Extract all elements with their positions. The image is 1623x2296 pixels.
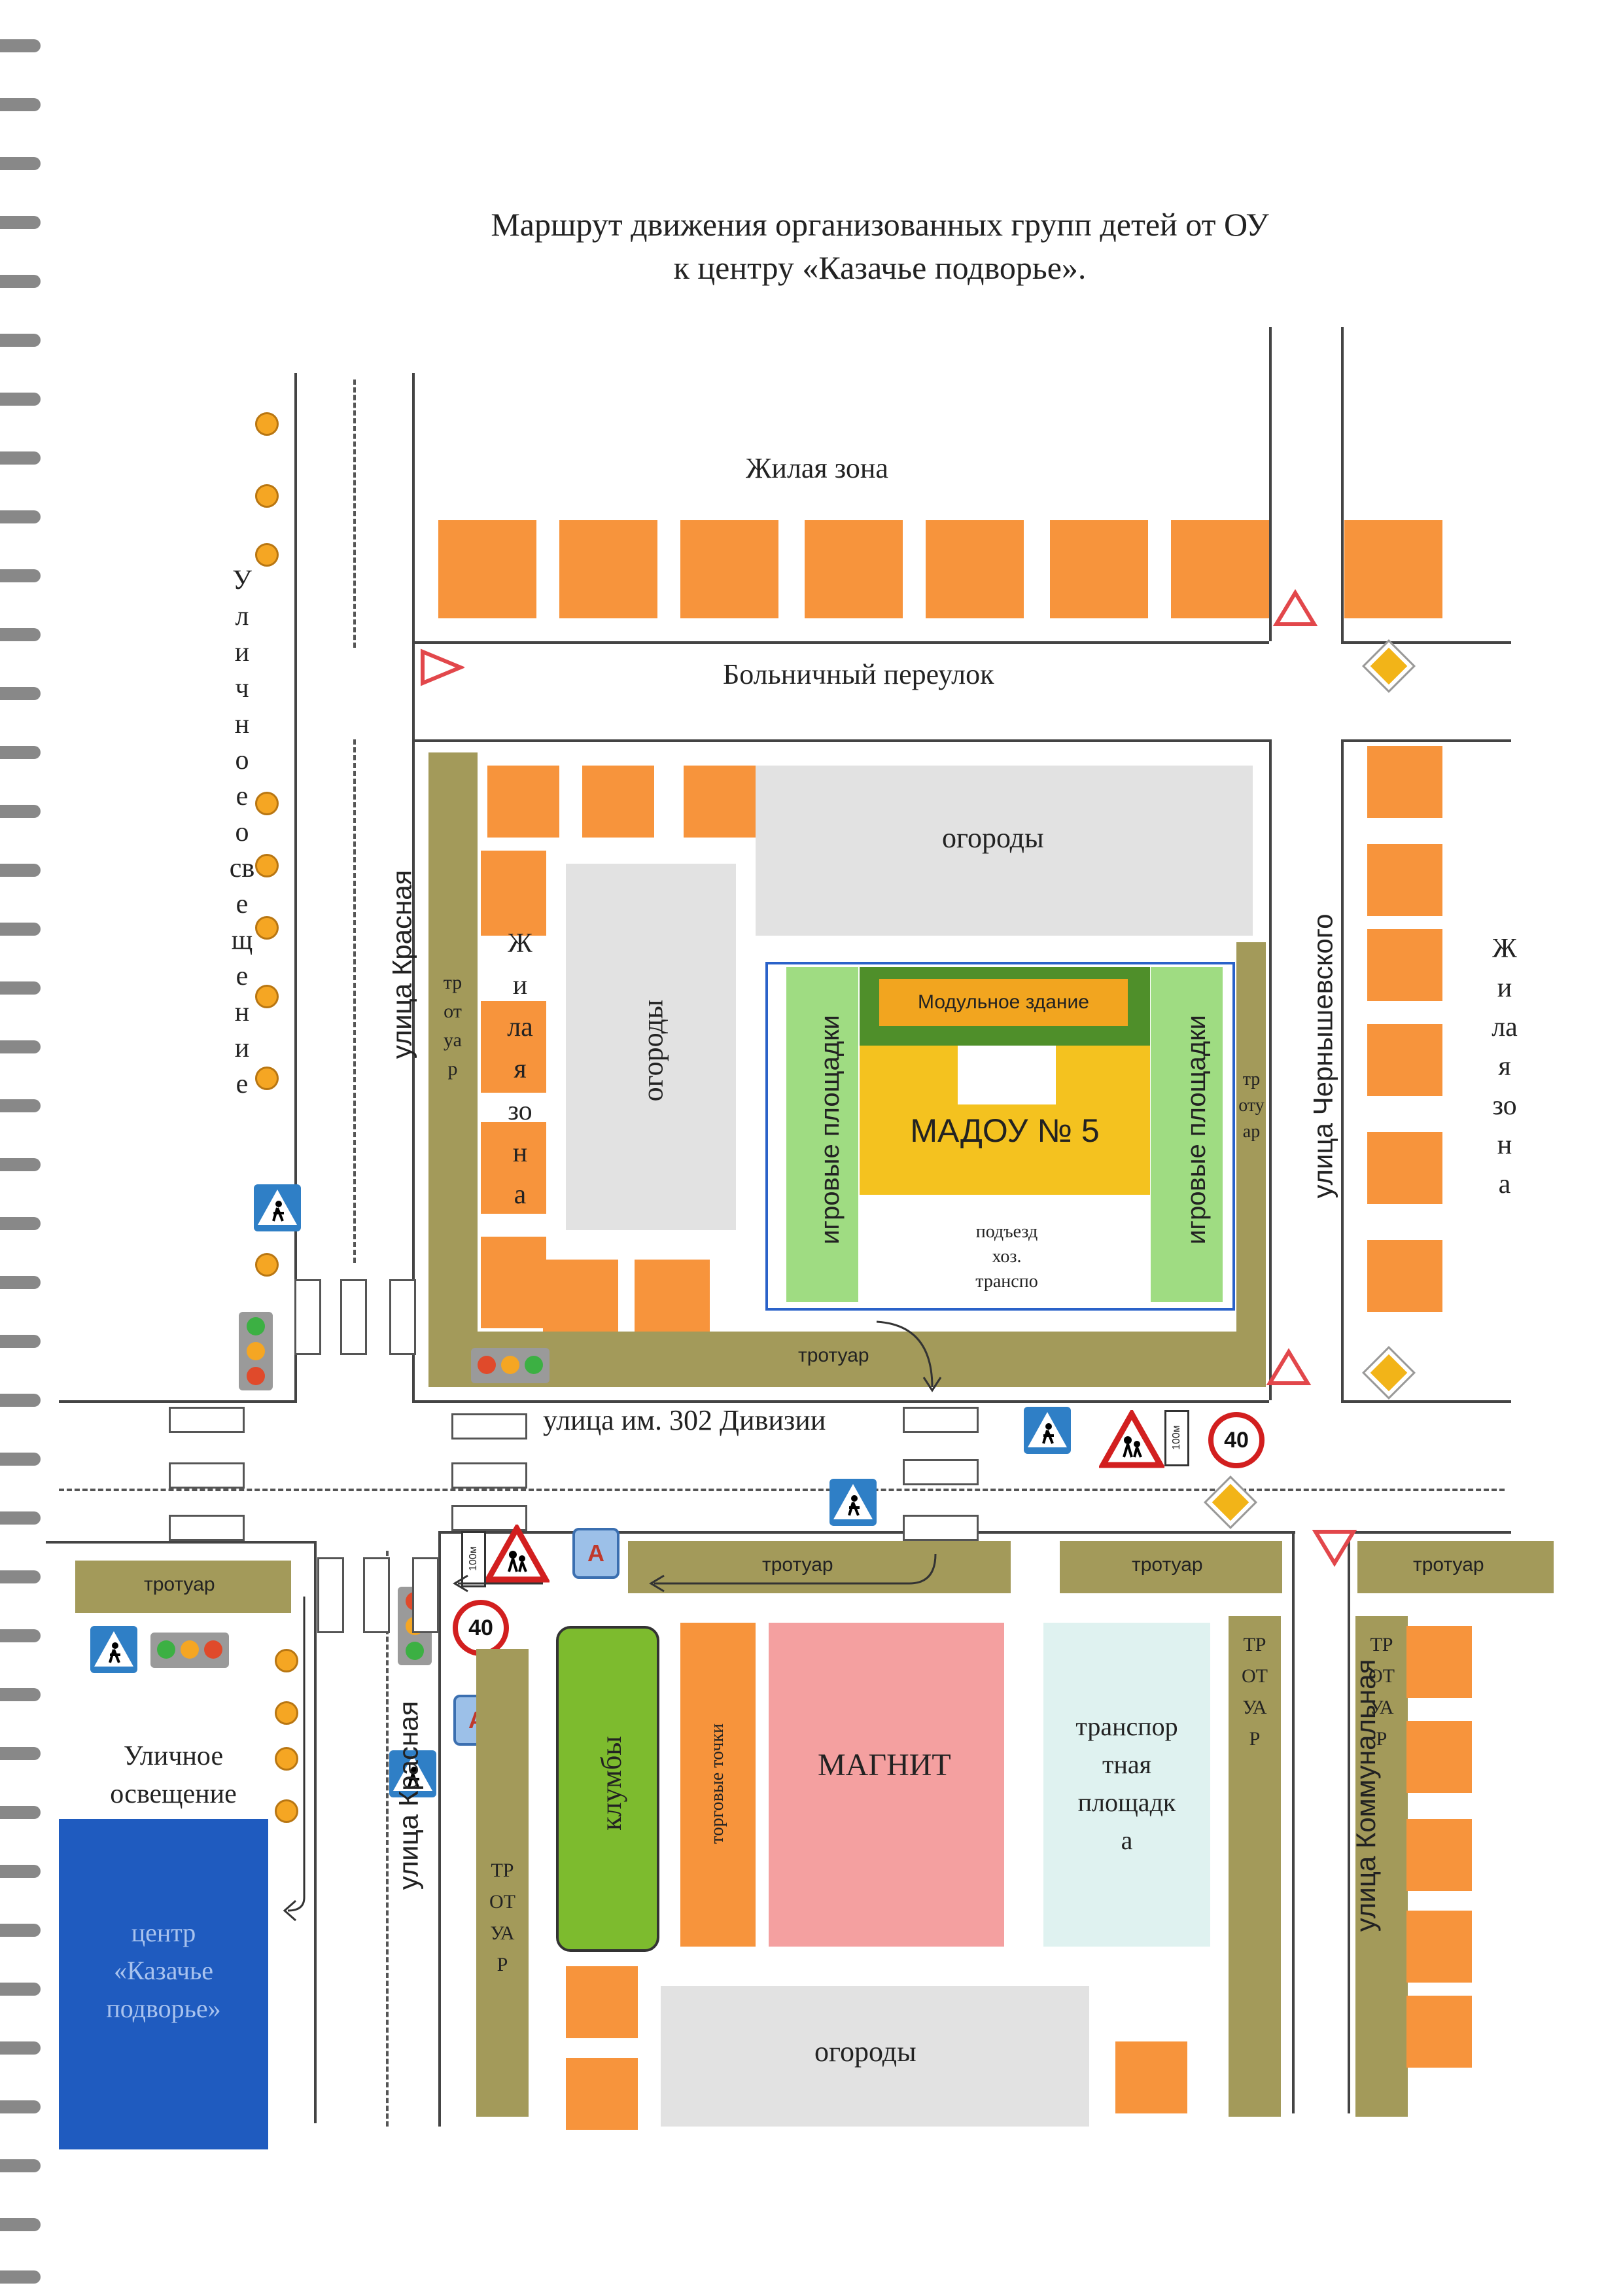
traffic-light-left [239, 1312, 273, 1390]
modular-building: Модульное здание [879, 979, 1128, 1026]
sidewalk-left-vertical-label: тротуар [443, 972, 462, 1080]
madou-area: Модульное здание МАДОУ № 5 игровые площа… [765, 962, 1235, 1311]
street-lighting-bottom-label: Уличное освещение [110, 1741, 237, 1809]
speed-limit-sign-2: 40 [453, 1600, 509, 1656]
sidewalk-madou-bottom-label: тротуар [798, 1345, 869, 1366]
sidewalk-right-horizontal-1-label: тротуар [1132, 1554, 1203, 1576]
garden-bottom-label: огороды [814, 2036, 916, 2068]
garden-top-label: огороды [942, 822, 1044, 854]
street-302-division-label: улица им. 302 Дивизии [543, 1404, 826, 1436]
sidewalk-bottom-right-1 [1229, 1616, 1281, 2117]
pedestrian-crossing-sign-icon [829, 1479, 877, 1526]
service-driveway-label: подъезд хоз. транспо [975, 1222, 1038, 1292]
title-line-2: к центру «Казачье подворье». [673, 249, 1087, 286]
pedestrian-crossing-sign-icon [90, 1626, 137, 1673]
traffic-light-center [150, 1633, 229, 1668]
sidewalk-left-horizontal-label: тротуар [144, 1574, 215, 1595]
trade-stalls [680, 1623, 756, 1947]
play-area-right [1151, 967, 1223, 1302]
residential-zone-right-label: Жилая зона [1492, 934, 1518, 1199]
sidewalk-right-horizontal-2-label: тротуар [1413, 1554, 1484, 1576]
street-lighting-vertical-label: Уличное освещение [229, 565, 255, 1099]
sidewalk-bottom-right-2 [1355, 1616, 1408, 2117]
sidewalk-middle-horizontal-label: тротуар [762, 1554, 833, 1576]
traffic-light-madou [471, 1348, 550, 1383]
bus-stop-sign-1: А [572, 1528, 620, 1579]
kazachye-podvorye-label: центр «Казачье подворье» [106, 1918, 221, 2023]
distance-plate-1: 100м [1164, 1410, 1189, 1466]
sidewalk-bottom-right-2-label: ТРОТУАР [1369, 1634, 1395, 1750]
garden-top [756, 766, 1253, 936]
play-area-left [786, 967, 858, 1302]
sidewalk-madou-bottom [428, 1332, 1266, 1387]
pedestrian-crossing-sign-icon [389, 1750, 436, 1797]
sidewalk-madou-right-label: тротуар [1238, 1069, 1265, 1142]
magnit-store-label: МАГНИТ [818, 1748, 951, 1782]
madou-courtyard [958, 1046, 1056, 1104]
garden-middle [566, 864, 736, 1230]
speed-limit-sign-1: 40 [1208, 1412, 1265, 1468]
sidewalk-middle-horizontal [628, 1541, 1011, 1593]
garden-bottom [661, 1986, 1089, 2127]
transport-area-label: транспор тная площадк а [1075, 1712, 1178, 1855]
modular-building-label: Модульное здание [918, 991, 1089, 1013]
kazachye-podvorye-center [59, 1819, 268, 2149]
pedestrian-crossing-sign-icon [254, 1184, 301, 1231]
magnit-store [769, 1623, 1004, 1947]
title-line-1: Маршрут движения организованных групп де… [491, 206, 1269, 243]
sidewalk-right-horizontal-2 [1357, 1541, 1554, 1593]
residential-zone-top-label: Жилая зона [746, 452, 888, 484]
bolnichny-lane-label: Больничный переулок [723, 658, 994, 690]
sidewalk-left-horizontal [75, 1561, 291, 1613]
children-warning-sign-icon [484, 1525, 550, 1583]
madou-label: МАДОУ № 5 [910, 1112, 1100, 1149]
map-title: Маршрут движения организованных групп де… [0, 203, 1623, 289]
flower-beds [556, 1626, 659, 1952]
sidewalk-bottom-left-label: ТРОТУАР [489, 1860, 515, 1975]
pedestrian-crossing-sign-icon [1024, 1407, 1071, 1454]
sidewalk-right-horizontal-1 [1060, 1541, 1282, 1593]
sidewalk-madou-right [1236, 942, 1266, 1387]
sidewalk-left-vertical [428, 752, 478, 1335]
sidewalk-bottom-right-1-label: ТРОТУАР [1242, 1634, 1268, 1750]
transport-area [1043, 1623, 1210, 1947]
residential-zone-left-label: Жилая зона [507, 928, 533, 1210]
sidewalk-bottom-left [476, 1649, 529, 2117]
children-warning-sign-icon [1099, 1410, 1164, 1468]
